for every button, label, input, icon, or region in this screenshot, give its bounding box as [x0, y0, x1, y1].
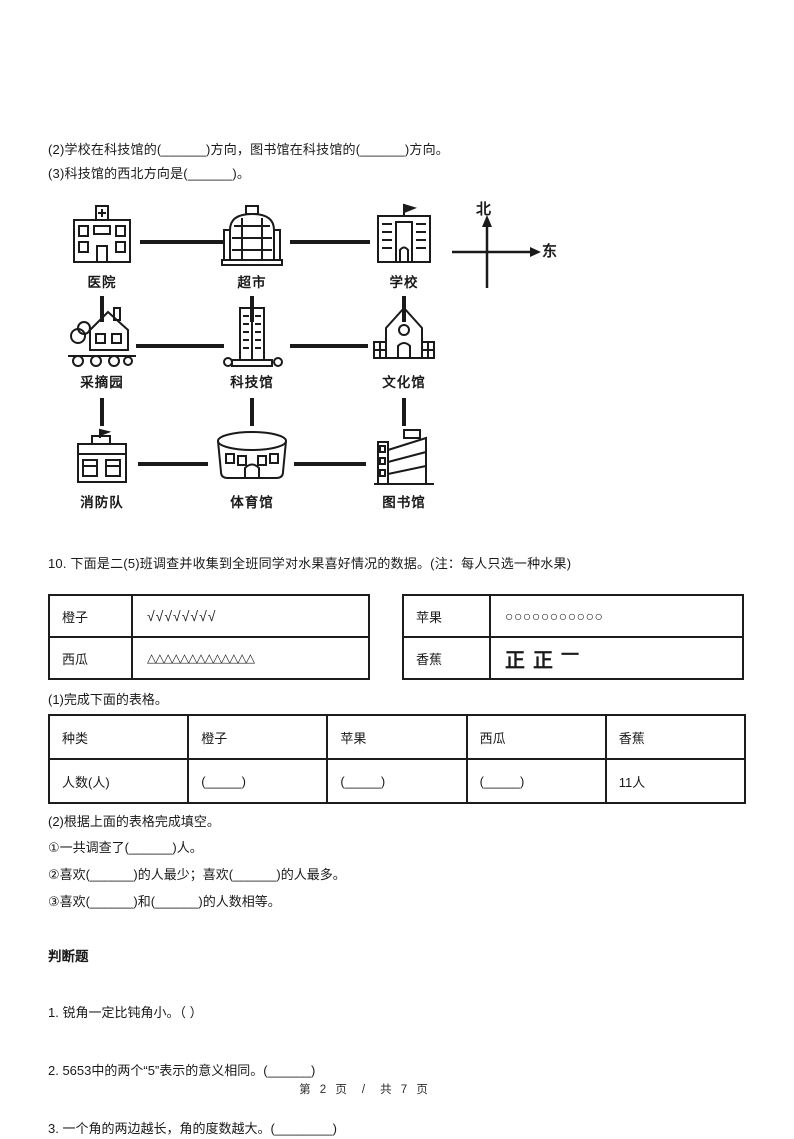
- count-cell-watermelon: (_____): [465, 758, 607, 804]
- table-row: 香蕉 正正一: [402, 636, 744, 680]
- count-header-orange: 橙子: [187, 714, 329, 760]
- map-node-science-museum: 科技馆: [192, 304, 312, 391]
- page-footer: 第 2 页 / 共 7 页: [0, 1081, 730, 1097]
- connector-supermarket-science: [250, 296, 254, 322]
- map-label-culture-hall: 文化馆: [382, 375, 426, 390]
- map-label-stadium: 体育馆: [230, 495, 274, 510]
- count-header-apple: 苹果: [326, 714, 468, 760]
- tally-full-fives: 正正: [505, 649, 561, 672]
- compass-north-label: 北: [476, 201, 492, 218]
- q10-part1-label: (1)完成下面的表格。: [48, 692, 168, 707]
- connector-science-culture: [290, 344, 368, 348]
- stadium-icon: [217, 431, 287, 479]
- judge-section-title: 判断题: [48, 949, 89, 964]
- question-line-direction-3: (3)科技馆的西北方向是(______)。: [48, 166, 251, 181]
- connector-hospital-supermarket: [140, 240, 224, 244]
- connector-orchard-fire: [100, 398, 104, 426]
- fruit-label-orange: 橙子: [48, 594, 133, 638]
- supermarket-icon: [221, 205, 283, 266]
- q10-part2-label: (2)根据上面的表格完成填空。: [48, 814, 220, 829]
- connector-supermarket-school: [290, 240, 370, 244]
- tally-marks-apple: ○○○○○○○○○○○: [489, 594, 744, 638]
- footer-page-total: 共 7 页: [380, 1084, 431, 1096]
- map-label-orchard: 采摘园: [80, 375, 124, 390]
- connector-hospital-orchard: [100, 296, 104, 322]
- map-label-fire-station: 消防队: [80, 495, 124, 510]
- map-node-stadium: 体育馆: [192, 428, 312, 511]
- map-label-school: 学校: [389, 275, 419, 290]
- count-table: 种类 橙子 苹果 西瓜 香蕉 人数(人) (_____) (_____) (__…: [47, 714, 747, 804]
- judge-item-1: 1. 锐角一定比钝角小。（ ）: [48, 1005, 203, 1020]
- school-icon: [377, 203, 431, 263]
- count-header-watermelon: 西瓜: [465, 714, 607, 760]
- map-node-hospital: 医院: [42, 202, 162, 291]
- q10-blank-3: ③喜欢(______)和(______)的人数相等。: [48, 894, 281, 909]
- tally-table-left: 橙子 √√√√√√√√ 西瓜 △△△△△△△△△△△△△: [48, 594, 370, 680]
- table-row: 苹果 ○○○○○○○○○○○: [402, 594, 744, 638]
- map-label-science-museum: 科技馆: [230, 375, 274, 390]
- count-cell-apple: (_____): [326, 758, 468, 804]
- compass-east-label: 东: [542, 243, 558, 260]
- direction-map-diagram: 医院 超市 学校: [0, 200, 794, 512]
- table-header-row: 种类 橙子 苹果 西瓜 香蕉: [47, 714, 747, 760]
- count-cell-banana: 11人: [604, 758, 747, 804]
- orchard-icon: [68, 307, 136, 367]
- question-line-direction-2: (2)学校在科技馆的(______)方向，图书馆在科技馆的(______)方向。: [48, 142, 449, 157]
- connector-orchard-science: [136, 344, 224, 348]
- map-node-culture-hall: 文化馆: [344, 304, 464, 391]
- table-data-row: 人数(人) (_____) (_____) (_____) 11人: [47, 758, 747, 804]
- culture-hall-icon: [373, 306, 435, 359]
- connector-fire-stadium: [138, 462, 208, 466]
- count-cell-orange: (_____): [187, 758, 329, 804]
- fruit-label-apple: 苹果: [402, 594, 491, 638]
- map-label-hospital: 医院: [87, 275, 117, 290]
- tally-marks-watermelon: △△△△△△△△△△△△△: [131, 636, 370, 680]
- connector-school-culture: [402, 296, 406, 322]
- tally-marks-banana: 正正一: [489, 636, 744, 680]
- map-label-library: 图书馆: [382, 495, 426, 510]
- fire-station-icon: [77, 428, 127, 483]
- count-header-banana: 香蕉: [604, 714, 747, 760]
- tally-marks-orange: √√√√√√√√: [131, 594, 370, 638]
- count-row-label: 人数(人): [47, 758, 190, 804]
- map-node-orchard: 采摘园: [42, 304, 162, 391]
- map-node-library: 图书馆: [344, 428, 464, 511]
- connector-culture-library: [402, 398, 406, 426]
- tally-tables: 橙子 √√√√√√√√ 西瓜 △△△△△△△△△△△△△ 苹果 ○○○○○○○○…: [48, 594, 750, 680]
- tally-table-right: 苹果 ○○○○○○○○○○○ 香蕉 正正一: [402, 594, 744, 680]
- table-row: 西瓜 △△△△△△△△△△△△△: [48, 636, 370, 680]
- connector-science-stadium: [250, 398, 254, 426]
- q10-blank-2: ②喜欢(______)的人最少；喜欢(______)的人最多。: [48, 867, 346, 882]
- map-node-school: 学校: [344, 202, 464, 291]
- map-node-supermarket: 超市: [192, 202, 312, 291]
- tally-partial-stroke: 一: [561, 644, 587, 665]
- hospital-icon: [73, 205, 131, 263]
- judge-item-2: 2. 5653中的两个“5”表示的意义相同。(______): [48, 1063, 316, 1078]
- fruit-label-watermelon: 西瓜: [48, 636, 133, 680]
- connector-stadium-library: [294, 462, 366, 466]
- compass-rose: 北 东: [442, 201, 562, 294]
- compass-axes-icon: [452, 215, 541, 288]
- table-row: 橙子 √√√√√√√√: [48, 594, 370, 638]
- count-header-type: 种类: [47, 714, 190, 760]
- judge-item-3: 3. 一个角的两边越长，角的度数越大。(________): [48, 1121, 337, 1136]
- map-label-supermarket: 超市: [237, 275, 267, 290]
- footer-page-number: 第 2 页: [299, 1084, 350, 1096]
- footer-separator: /: [361, 1084, 369, 1096]
- fruit-label-banana: 香蕉: [402, 636, 491, 680]
- q10-blank-1: ①一共调查了(______)人。: [48, 840, 203, 855]
- map-node-fire-station: 消防队: [42, 428, 162, 511]
- library-icon: [374, 429, 434, 485]
- question-10-stem: 10. 下面是二(5)班调查并收集到全班同学对水果喜好情况的数据。(注：每人只选…: [48, 556, 572, 571]
